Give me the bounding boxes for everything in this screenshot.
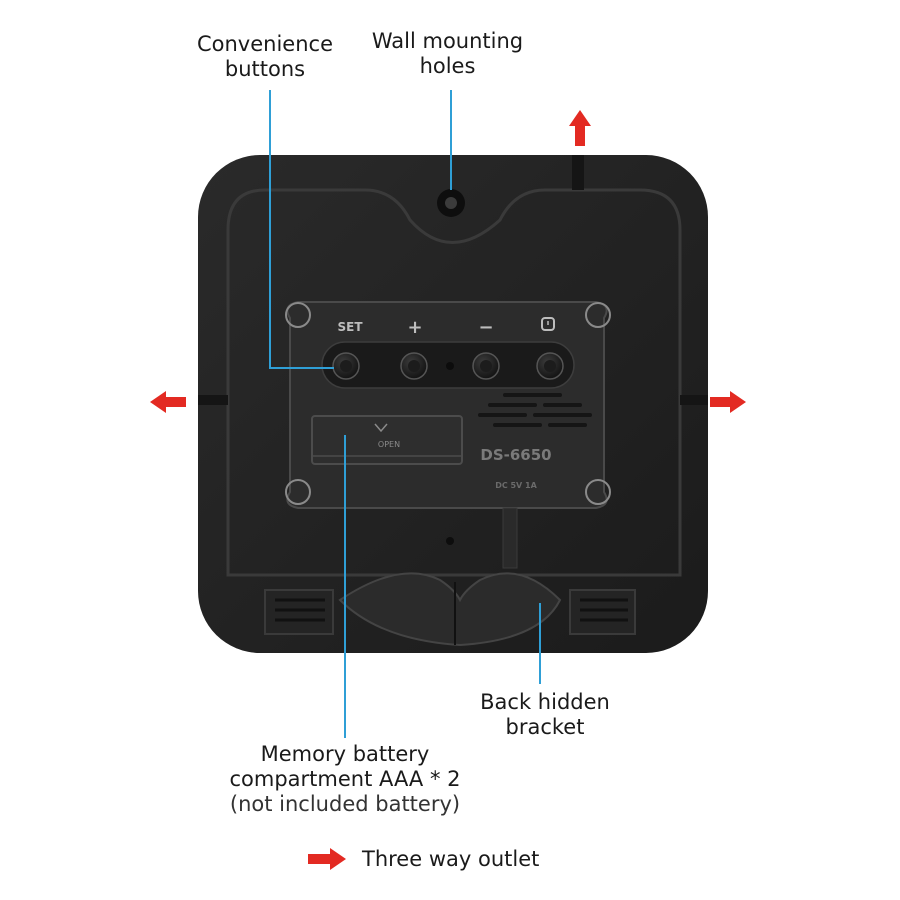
battery-compartment[interactable]: OPEN	[311, 415, 463, 465]
back-hidden-bracket[interactable]	[338, 572, 562, 647]
plus-button[interactable]	[400, 352, 428, 380]
wall-mounting-hole	[437, 189, 465, 217]
module-tab-br	[585, 479, 611, 505]
wall-line2: holes	[419, 54, 476, 79]
right-vent-ribs	[569, 589, 636, 635]
top-notch	[572, 155, 584, 190]
outlet-arrow-up-icon	[569, 110, 591, 146]
callout-line-buttons	[269, 90, 334, 369]
bracket-line2: bracket	[505, 715, 585, 740]
outlet-arrow-right-icon	[710, 391, 746, 413]
module-tab-tr	[585, 302, 611, 328]
alarm-icon	[541, 317, 555, 331]
speaker-grille	[478, 393, 592, 427]
minus-label: −	[478, 317, 493, 338]
alarm-button[interactable]	[536, 352, 564, 380]
legend: Three way outlet	[308, 843, 539, 875]
module-tab-bl	[285, 479, 311, 505]
battery-line2: compartment AAA * 2	[229, 767, 461, 792]
outlet-arrow-left-icon	[150, 391, 186, 413]
convenience-line2: buttons	[224, 57, 306, 82]
battery-note: (not included battery)	[229, 792, 461, 817]
inner-rim	[226, 188, 682, 577]
cable-channel	[502, 507, 518, 569]
power-rating: DC 5V 1A	[495, 481, 537, 490]
plus-label: +	[407, 317, 422, 338]
minus-button[interactable]	[472, 352, 500, 380]
battery-line1: Memory battery	[260, 742, 430, 766]
left-notch	[198, 395, 228, 405]
convenience-buttons-label: Convenience buttons	[175, 32, 355, 82]
open-chevron-icon	[374, 423, 388, 433]
module-tab-tl	[285, 302, 311, 328]
right-arrow-icon	[308, 848, 346, 870]
reset-pinhole[interactable]	[446, 362, 454, 370]
left-vent-ribs	[264, 589, 334, 635]
bracket-label: Back hidden bracket	[455, 690, 635, 740]
model-number: DS-6650	[480, 446, 551, 464]
set-label: SET	[337, 320, 363, 334]
bracket-line1: Back hidden	[480, 690, 610, 714]
movement-module: SET + −	[285, 301, 611, 509]
callout-lines	[269, 90, 541, 738]
convenience-line1: Convenience	[196, 32, 333, 56]
legend-label: Three way outlet	[362, 847, 540, 871]
set-button[interactable]	[332, 352, 360, 380]
lower-hole	[446, 537, 454, 545]
wall-mounting-label: Wall mounting holes	[350, 29, 545, 79]
right-notch	[680, 395, 708, 405]
battery-label: Memory battery compartment AAA * 2 (not …	[170, 742, 520, 818]
battery-open-text: OPEN	[378, 440, 400, 449]
wall-line1: Wall mounting	[371, 29, 524, 53]
